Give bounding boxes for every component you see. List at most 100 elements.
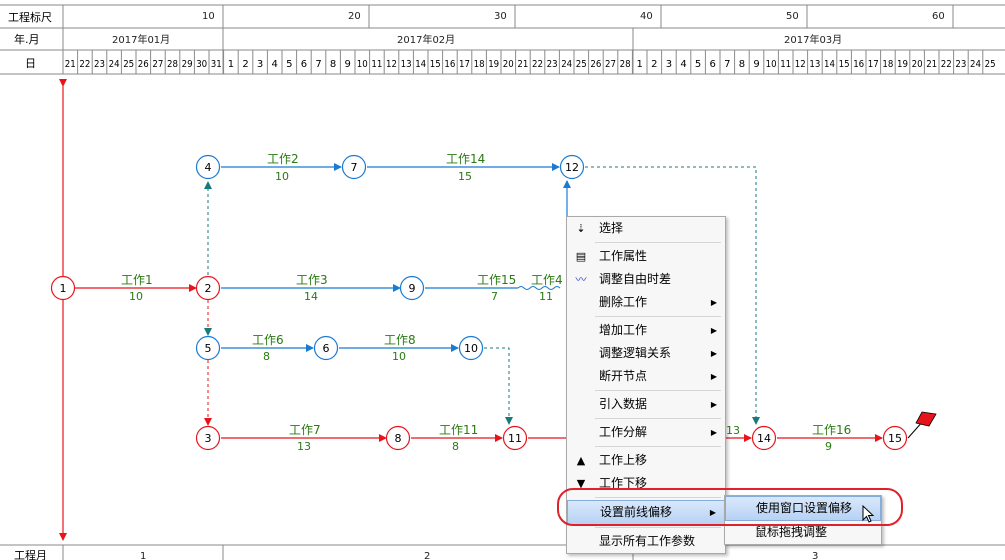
menu-item-import-data[interactable]: 引入数据 ▶ — [567, 393, 725, 416]
menu-item-add-work[interactable]: 增加工作 ▶ — [567, 319, 725, 342]
menu-item-show-all-params[interactable]: 显示所有工作参数 — [567, 530, 725, 553]
scale-tick-50: 50 — [786, 11, 799, 22]
work8-name[interactable]: 工作8 — [384, 333, 416, 347]
menu-item-adjust-free-float[interactable]: 〰 调整自由时差 — [567, 268, 725, 291]
day-mar-2: 2 — [651, 59, 657, 70]
day-mar-13: 13 — [809, 59, 820, 70]
menu-item-delete-work-label: 删除工作 — [599, 295, 648, 309]
day-mar-6: 6 — [710, 59, 716, 70]
day-feb-23: 23 — [547, 59, 558, 70]
menu-item-move-down-label: 工作下移 — [599, 476, 648, 490]
day-mar-20: 20 — [912, 59, 923, 70]
menu-item-break-node-label: 断开节点 — [599, 369, 648, 383]
node-15[interactable] — [882, 425, 908, 451]
arrow-work4-wavy[interactable] — [517, 286, 561, 290]
menu-separator — [595, 242, 721, 243]
day-feb-25: 25 — [576, 59, 587, 70]
work11-name[interactable]: 工作11 — [439, 423, 478, 437]
menu-item-decompose-work[interactable]: 工作分解 ▶ — [567, 421, 725, 444]
day-jan-21: 21 — [65, 59, 76, 70]
day-mar-18: 18 — [882, 59, 893, 70]
menu-item-select[interactable]: ⇣ 选择 — [567, 217, 725, 240]
node-3-label: 3 — [205, 432, 212, 445]
node-8[interactable] — [385, 425, 411, 451]
day-feb-8: 8 — [330, 59, 336, 70]
end-flag-icon — [907, 411, 937, 439]
day-jan-26: 26 — [138, 59, 149, 70]
menu-item-import-data-label: 引入数据 — [599, 397, 648, 411]
node-12-label: 12 — [565, 161, 579, 174]
work2-name[interactable]: 工作2 — [267, 152, 299, 166]
day-mar-11: 11 — [780, 59, 791, 70]
node-2[interactable] — [195, 275, 221, 301]
day-mar-17: 17 — [868, 59, 879, 70]
node-7[interactable] — [341, 154, 367, 180]
work15-name[interactable]: 工作15 — [477, 273, 516, 287]
work3-name[interactable]: 工作3 — [296, 273, 328, 287]
day-mar-3: 3 — [666, 59, 672, 70]
day-mar-23: 23 — [955, 59, 966, 70]
day-feb-3: 3 — [257, 59, 263, 70]
day-mar-12: 12 — [795, 59, 806, 70]
menu-separator — [595, 418, 721, 419]
day-mar-22: 22 — [941, 59, 952, 70]
work11-duration: 8 — [452, 440, 459, 453]
node-3[interactable] — [195, 425, 221, 451]
menu-item-break-node[interactable]: 断开节点 ▶ — [567, 365, 725, 388]
day-jan-22: 22 — [79, 59, 90, 70]
work6-name[interactable]: 工作6 — [252, 333, 284, 347]
day-feb-7: 7 — [315, 59, 321, 70]
day-jan-30: 30 — [196, 59, 207, 70]
node-15-label: 15 — [888, 432, 902, 445]
submenu-arrow-icon: ▶ — [710, 400, 717, 409]
node-10[interactable] — [458, 335, 484, 361]
work14-name[interactable]: 工作14 — [446, 152, 485, 166]
work4-name[interactable]: 工作4 — [531, 273, 563, 287]
node-11[interactable] — [502, 425, 528, 451]
day-mar-4: 4 — [680, 59, 686, 70]
menu-item-decompose-work-label: 工作分解 — [599, 425, 648, 439]
month-jan: 2017年01月 — [112, 33, 170, 46]
day-feb-11: 11 — [371, 59, 382, 70]
node-6[interactable] — [313, 335, 339, 361]
node-14[interactable] — [751, 425, 777, 451]
day-mar-21: 21 — [926, 59, 937, 70]
day-feb-21: 21 — [517, 59, 528, 70]
menu-separator — [595, 497, 721, 498]
work1-name[interactable]: 工作1 — [121, 273, 153, 287]
context-menu: ⇣ 选择 ▤ 工作属性 〰 调整自由时差 删除工作 ▶ 增加工作 ▶ 调整逻辑关… — [566, 216, 726, 554]
work14-duration: 15 — [458, 170, 472, 183]
menu-separator — [595, 316, 721, 317]
node-9[interactable] — [399, 275, 425, 301]
node-12[interactable] — [559, 154, 585, 180]
menu-item-work-properties[interactable]: ▤ 工作属性 — [567, 245, 725, 268]
month-mar: 2017年03月 — [784, 33, 842, 46]
node-1[interactable] — [50, 275, 76, 301]
work3-duration: 14 — [304, 290, 318, 303]
submenu-item-use-window-offset-label: 使用窗口设置偏移 — [756, 501, 853, 515]
submenu-item-use-window-offset[interactable]: 使用窗口设置偏移 — [725, 496, 881, 521]
node-4[interactable] — [195, 154, 221, 180]
day-feb-20: 20 — [503, 59, 514, 70]
node-5[interactable] — [195, 335, 221, 361]
menu-item-properties-label: 工作属性 — [599, 249, 648, 263]
menu-separator — [595, 446, 721, 447]
work8-duration: 10 — [392, 350, 406, 363]
move-up-icon: ▲ — [576, 454, 586, 467]
menu-item-delete-work[interactable]: 删除工作 ▶ — [567, 291, 725, 314]
work16-name[interactable]: 工作16 — [812, 423, 851, 437]
day-jan-31: 31 — [211, 59, 222, 70]
menu-item-adjust-logic[interactable]: 调整逻辑关系 ▶ — [567, 342, 725, 365]
menu-item-move-up[interactable]: ▲ 工作上移 — [567, 449, 725, 472]
day-feb-28: 28 — [620, 59, 631, 70]
submenu-item-mouse-drag-adjust[interactable]: 鼠标拖拽调整 — [725, 521, 881, 544]
menu-item-move-down[interactable]: ▼ 工作下移 — [567, 472, 725, 495]
submenu-arrow-icon: ▶ — [710, 372, 717, 381]
wavy-line-icon: 〰 — [575, 273, 587, 286]
work7-name[interactable]: 工作7 — [289, 423, 321, 437]
day-mar-16: 16 — [853, 59, 864, 70]
dummy-10-11[interactable] — [484, 347, 513, 425]
menu-separator — [595, 390, 721, 391]
